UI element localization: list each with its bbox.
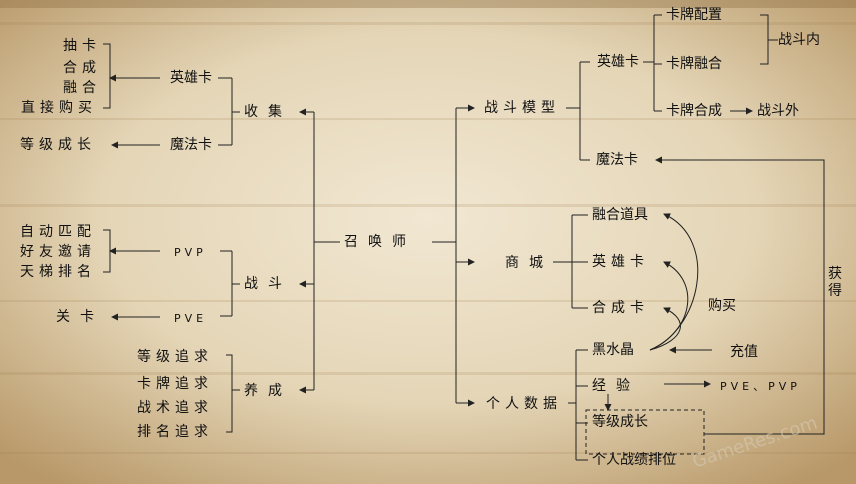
center-node-summoner: 召唤师 bbox=[344, 234, 416, 250]
node-card-config: 卡牌配置 bbox=[666, 7, 722, 23]
node-synthesis-card: 合成卡 bbox=[592, 300, 649, 316]
node-obtain-label: 获得 bbox=[828, 266, 844, 300]
node-level-growth-right: 等级成长 bbox=[592, 414, 648, 430]
node-collect-magic-card: 魔法卡 bbox=[170, 137, 212, 153]
node-rank-pursuit: 排名追求 bbox=[137, 424, 213, 440]
node-experience: 经验 bbox=[592, 378, 640, 394]
node-shop-hero-card: 英雄卡 bbox=[592, 254, 649, 270]
node-shop: 商城 bbox=[505, 255, 553, 271]
node-personal-data: 个人数据 bbox=[486, 396, 562, 412]
node-tactic-pursuit: 战术追求 bbox=[137, 400, 213, 416]
node-direct-buy: 直接购买 bbox=[21, 100, 97, 116]
node-fusion-item: 融合道具 bbox=[592, 207, 648, 223]
node-pve: PVE bbox=[174, 312, 208, 325]
node-pvp: PVP bbox=[174, 246, 207, 259]
node-fuse: 融合 bbox=[63, 80, 101, 96]
node-card-synthesis: 卡牌合成 bbox=[666, 103, 722, 119]
node-invite-friend: 好友邀请 bbox=[20, 244, 96, 260]
node-ladder-rank: 天梯排名 bbox=[20, 264, 96, 280]
node-battle: 战斗 bbox=[244, 276, 292, 292]
node-obtain-label-text: 获得 bbox=[828, 266, 842, 299]
node-out-battle: 战斗外 bbox=[757, 103, 799, 119]
node-in-battle: 战斗内 bbox=[778, 32, 820, 48]
node-model-magic-card: 魔法卡 bbox=[596, 152, 638, 168]
node-combat-model: 战斗模型 bbox=[484, 100, 560, 116]
node-model-hero-card: 英雄卡 bbox=[597, 54, 639, 70]
node-collect-hero-card: 英雄卡 bbox=[170, 70, 212, 86]
node-black-crystal: 黑水晶 bbox=[592, 342, 634, 358]
node-recharge: 充值 bbox=[730, 344, 758, 360]
node-draw-card: 抽卡 bbox=[63, 38, 101, 54]
node-auto-match: 自动匹配 bbox=[20, 224, 96, 240]
node-buy-label: 购买 bbox=[708, 298, 736, 314]
node-level-growth-left: 等级成长 bbox=[20, 137, 96, 153]
node-exp-source: PVE、PVP bbox=[720, 380, 801, 393]
node-synthesize: 合成 bbox=[63, 60, 101, 76]
node-personal-ranking: 个人战绩排位 bbox=[592, 452, 676, 468]
node-card-pursuit: 卡牌追求 bbox=[137, 376, 213, 392]
node-nurture: 养成 bbox=[244, 383, 292, 399]
node-level-pursuit: 等级追求 bbox=[137, 349, 213, 365]
node-stage: 关卡 bbox=[56, 309, 104, 325]
node-collect: 收集 bbox=[244, 104, 292, 120]
node-card-fusion: 卡牌融合 bbox=[666, 56, 722, 72]
